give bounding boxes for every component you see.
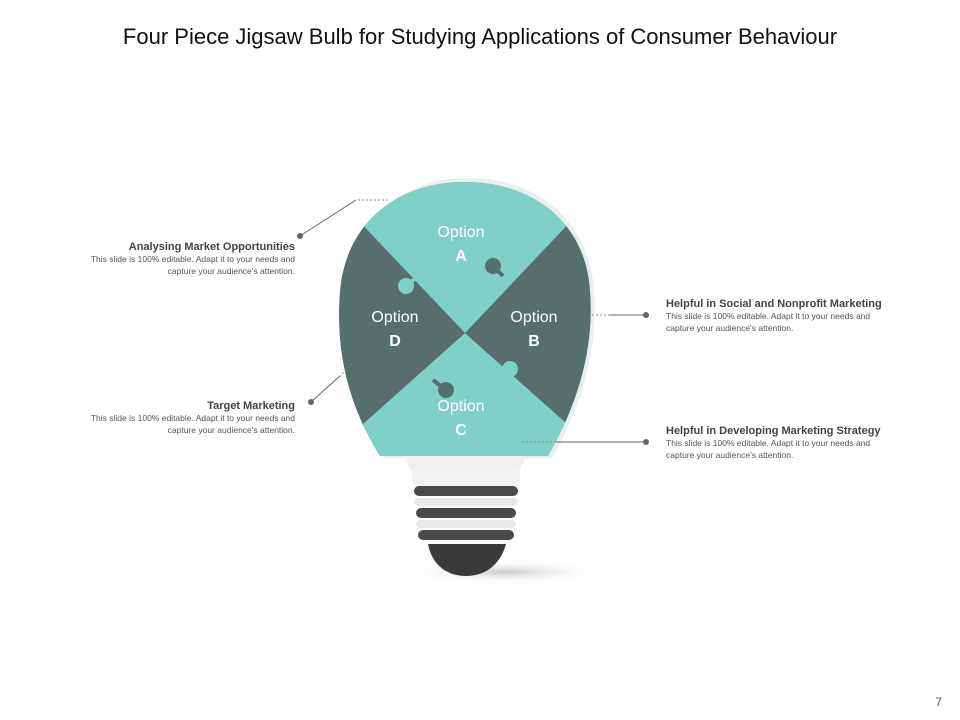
connector-bottom-right	[522, 439, 649, 445]
callout-heading: Helpful in Social and Nonprofit Marketin…	[666, 298, 882, 310]
knob-b-c	[502, 361, 518, 377]
connector-top-left	[297, 199, 388, 239]
callout-top-left: Analysing Market Opportunities This slid…	[33, 240, 295, 277]
slide-title: Four Piece Jigsaw Bulb for Studying Appl…	[122, 24, 838, 49]
callout-bottom-left: Target Marketing This slide is 100% edit…	[33, 399, 295, 436]
callout-bottom-right: Helpful in Developing Marketing Strategy…	[666, 424, 928, 461]
option-b-letter: B	[528, 333, 540, 350]
callout-body: This slide is 100% editable. Adapt it to…	[666, 438, 871, 448]
knob-c-d	[438, 382, 454, 398]
puzzle-piece-c[interactable]	[300, 333, 630, 480]
callout-body: capture your audience's attention.	[666, 449, 794, 460]
option-a-letter: A	[455, 248, 467, 265]
option-c-label: Option	[437, 398, 484, 415]
connector-bottom-left	[308, 363, 353, 405]
callout-heading: Analysing Market Opportunities	[128, 241, 295, 253]
bulb-shadow	[400, 560, 610, 584]
callout-heading: Helpful in Developing Marketing Strategy	[666, 425, 881, 437]
option-d-letter: D	[389, 333, 401, 350]
callout-body: capture your audience's attention.	[167, 424, 295, 435]
connector-top-right	[592, 312, 649, 318]
callout-body: This slide is 100% editable. Adapt it to…	[90, 413, 295, 423]
callout-body: This slide is 100% editable. Adapt it to…	[666, 311, 871, 321]
callout-heading: Target Marketing	[207, 400, 295, 412]
option-b-label: Option	[510, 309, 557, 326]
callout-body: capture your audience's attention.	[666, 322, 794, 333]
knob-d-a	[398, 278, 414, 294]
puzzle-piece-a[interactable]	[310, 180, 620, 333]
callout-body: capture your audience's attention.	[167, 265, 295, 276]
callout-top-right: Helpful in Social and Nonprofit Marketin…	[666, 297, 928, 334]
bulb-screw-base	[412, 466, 520, 576]
option-a-label: Option	[437, 224, 484, 241]
option-d-label: Option	[371, 309, 418, 326]
option-c-letter: C	[455, 422, 467, 439]
knob-a-b	[485, 258, 501, 274]
page-number: 7	[935, 695, 942, 709]
callout-body: This slide is 100% editable. Adapt it to…	[90, 254, 295, 264]
